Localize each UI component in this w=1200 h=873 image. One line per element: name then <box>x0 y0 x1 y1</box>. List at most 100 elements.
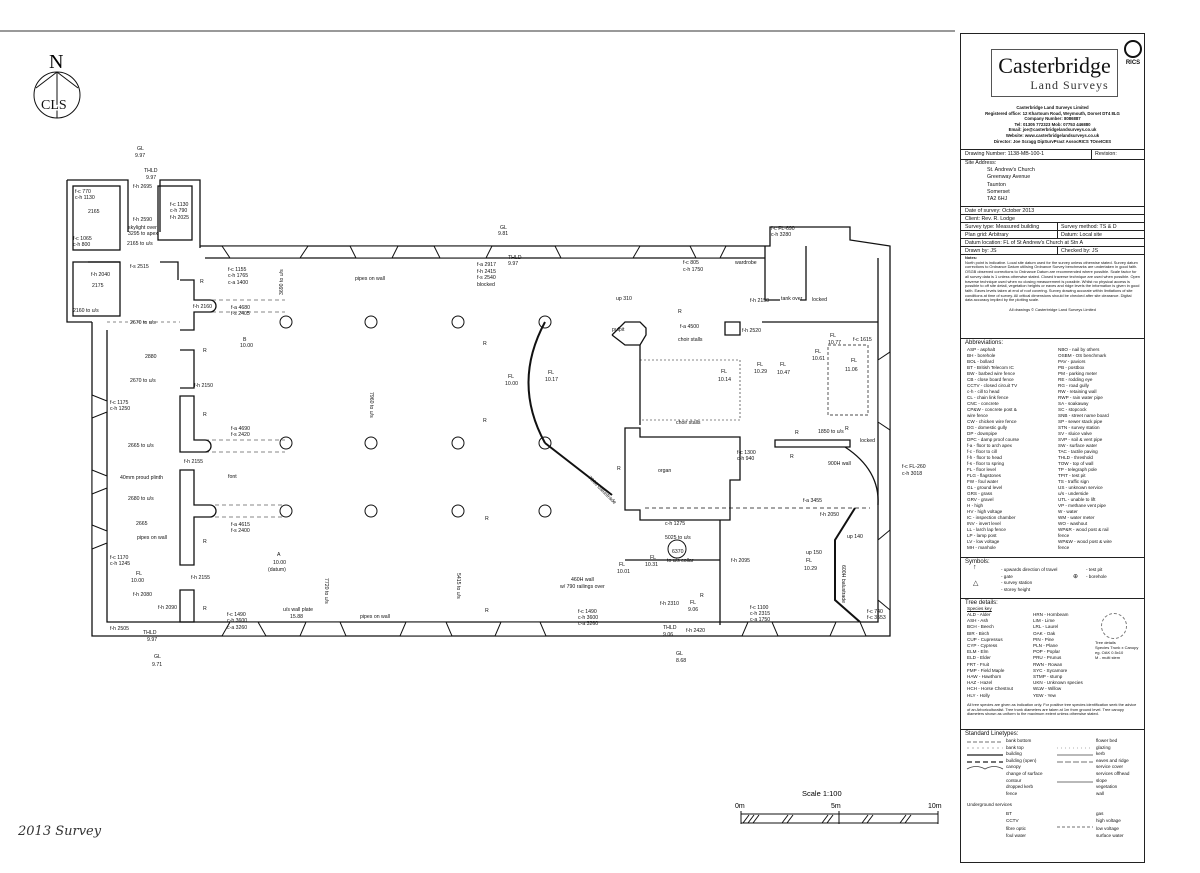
plan-label: f-a 4615 <box>231 522 250 528</box>
plan-label: 15.88 <box>290 614 303 620</box>
abbreviation: MH - manhole <box>967 545 996 550</box>
plan-label: up 150 <box>806 550 822 556</box>
abbreviation: WP&W - wood post & wire <box>1058 539 1112 544</box>
plan-label: f-c 1065 <box>73 236 92 242</box>
drawing-number: Drawing Number: 1138-MB-100-1 <box>965 151 1045 157</box>
radiator-marker: R <box>203 412 207 418</box>
info-line: Website: www.casterbridgelandsurveys.co.… <box>1005 132 1100 138</box>
plan-label: 10.00 <box>131 578 144 584</box>
plan-label: pulpit <box>612 327 625 333</box>
info-line: Casterbridge Land Surveys Limited <box>1016 105 1089 110</box>
linetype: services offhead <box>1096 770 1130 776</box>
rics-logo: RICS <box>1121 40 1145 66</box>
abbreviation: PAV - paviors <box>1058 359 1086 364</box>
plan-label: locked <box>812 297 827 303</box>
abbreviation: SC - stopcock <box>1058 407 1087 412</box>
symbol-gate: - gate <box>1001 573 1013 579</box>
species: ASH - Ash <box>967 618 989 624</box>
plan-label: THLD <box>508 255 522 261</box>
checked-by: Checked by: JS <box>1061 248 1099 254</box>
plan-label: c-h 940 <box>737 456 754 462</box>
plan-label: f-h 2695 <box>133 184 152 190</box>
plan-label: up 310 <box>616 296 632 302</box>
plan-label: 1850 to u/s <box>818 429 844 435</box>
arch-lines <box>205 299 285 518</box>
survey-date: Date of survey: October 2013 <box>961 206 1144 214</box>
north-arrow: N CLS <box>33 51 81 119</box>
symbol-borehole: - borehole <box>1086 573 1107 579</box>
tree-legend-line: eg. OAK 0.5x10 <box>1095 650 1124 655</box>
radiator-marker: R <box>678 309 682 315</box>
linetype: eaves and ridge <box>1096 757 1129 763</box>
plan-label: FL <box>815 349 821 355</box>
info-line: Company Number: 8086887 <box>1024 116 1081 122</box>
plan-label: f-h 2155 <box>184 459 203 465</box>
plan-label: 7720 to u/s <box>323 578 329 604</box>
plan-label: pipes on wall <box>355 276 385 282</box>
plan-label: f-h 2050 <box>820 512 839 518</box>
underground-service: high voltage <box>1096 818 1121 824</box>
plan-label: f-c FL-690 <box>771 226 795 232</box>
radiator-marker: R <box>790 454 794 460</box>
abbreviation: u/s - underside <box>1058 491 1089 496</box>
plan-label: pipes on wall <box>360 614 390 620</box>
column <box>451 315 465 329</box>
plan-label: pipes on wall <box>137 535 167 541</box>
plan-label: 2665 <box>136 521 148 527</box>
plan-label: 9.81 <box>498 231 508 237</box>
plan-label: 460H wall <box>571 577 594 583</box>
column <box>451 436 465 450</box>
column <box>538 504 552 518</box>
abbreviation: wire fence <box>967 413 988 418</box>
abbreviation: fence <box>1058 533 1070 538</box>
plan-label: c-h 1130 <box>75 195 95 201</box>
plan-label: c-h 3600 <box>227 618 247 624</box>
radiator-marker: R <box>617 466 621 472</box>
plan-label: c-h 790 <box>170 208 187 214</box>
species: FRT - Fruit <box>967 661 990 667</box>
handwritten-note: 2013 Survey <box>18 824 102 839</box>
address-line: TA2 6HJ <box>987 196 1008 203</box>
plan-label: to u/s collar <box>667 558 694 564</box>
plan-label: f-a 4680 <box>231 305 250 311</box>
symbol-storey-height: - storey height <box>1001 586 1031 592</box>
plan-label: f-s 2515 <box>130 264 149 270</box>
plan-label: f-c 1100 <box>750 605 768 611</box>
plan-label: c-h 1275 <box>665 521 685 527</box>
plan-label: wardrobe <box>735 260 757 266</box>
plan-label: THLD <box>144 168 158 174</box>
species: BCH - Beech <box>967 624 994 630</box>
abbreviation: SP - sewer stack pipe <box>1058 419 1103 424</box>
plan-label: f-c 740 <box>867 609 883 615</box>
radiator-marker: R <box>700 593 704 599</box>
plan-label: choir stalls <box>678 337 703 343</box>
linetype: service cover <box>1096 764 1124 770</box>
datum: Datum: Local site <box>1061 232 1102 238</box>
abbreviation: WO - washout <box>1058 521 1088 526</box>
column <box>538 436 552 450</box>
radiator-marker: R <box>200 279 204 285</box>
plan-label: THLD <box>143 630 157 636</box>
dashed-area <box>827 344 869 416</box>
abbreviation: SNB - street name board <box>1058 413 1109 418</box>
organ-chamber <box>624 427 741 521</box>
abbreviation: LP - lamp post <box>967 533 997 538</box>
plan-label: c-a 3260 <box>227 625 247 631</box>
balustrade-600h <box>834 507 861 623</box>
wc-room <box>157 185 193 241</box>
radiator-marker: R <box>203 348 207 354</box>
plan-label: 2670 to u/s <box>130 378 156 384</box>
linetype: bank top <box>1006 744 1024 750</box>
abbreviation: NBO - nail by others <box>1058 347 1100 352</box>
abbreviation: INV - invert level <box>967 521 1001 526</box>
plan-label: c-h 2315 <box>750 611 770 617</box>
plan-label: 10.00 <box>273 560 286 566</box>
abbreviation: f-a - floor to arch apex <box>967 443 1012 448</box>
column <box>538 315 552 329</box>
plan-label: f-a 4500 <box>680 324 699 330</box>
company-name: Casterbridge <box>998 53 1111 78</box>
plan-label: f-c 1175 <box>110 400 128 406</box>
plan-label: 7960 to u/s <box>368 392 374 418</box>
